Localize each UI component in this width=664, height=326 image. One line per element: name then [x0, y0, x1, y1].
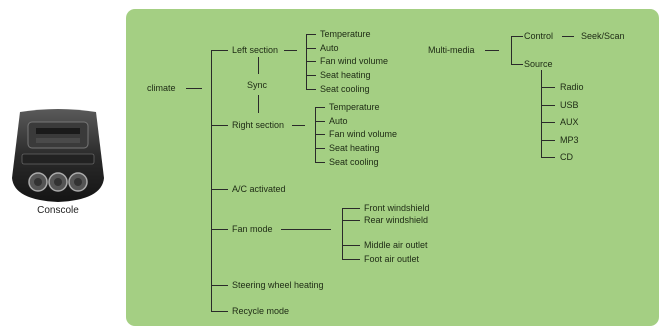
connector	[541, 87, 555, 88]
connector	[541, 105, 555, 106]
connector	[211, 125, 228, 126]
connector	[284, 50, 297, 51]
source-item-radio: Radio	[560, 82, 584, 92]
connector	[211, 50, 228, 51]
connector	[211, 311, 228, 312]
right-item-seat-heating: Seat heating	[329, 143, 380, 153]
connector	[306, 61, 316, 62]
connector	[306, 75, 316, 76]
connector	[342, 208, 360, 209]
left-item-seat-heating: Seat heating	[320, 70, 371, 80]
source-item-mp3: MP3	[560, 135, 579, 145]
connector	[306, 48, 316, 49]
left-item-temperature: Temperature	[320, 29, 371, 39]
connector	[541, 122, 555, 123]
connector	[292, 125, 305, 126]
left-section-node: Left section	[232, 45, 279, 55]
ac-activated-node: A/C activated	[232, 184, 286, 194]
left-item-fan-wind-volume: Fan wind volume	[320, 56, 389, 66]
connector	[281, 229, 331, 230]
connector	[342, 208, 343, 259]
connector	[306, 34, 316, 35]
right-item-fan-wind-volume: Fan wind volume	[329, 129, 398, 139]
fan-item-front-windshield: Front windshield	[364, 203, 430, 213]
sync-connector	[258, 95, 259, 113]
recycle-mode-node: Recycle mode	[232, 306, 290, 316]
control-node: Control	[524, 31, 554, 41]
connector	[211, 189, 228, 190]
connector	[315, 107, 325, 108]
fan-mode-node: Fan mode	[232, 224, 273, 234]
connector	[315, 148, 325, 149]
right-item-seat-cooling: Seat cooling	[329, 157, 379, 167]
connector	[511, 36, 523, 37]
fan-item-middle-air-outlet: Middle air outlet	[364, 240, 428, 250]
connector	[342, 259, 360, 260]
connector	[315, 121, 325, 122]
left-item-seat-cooling: Seat cooling	[320, 84, 370, 94]
connector	[211, 285, 228, 286]
connector	[511, 36, 512, 64]
connector	[511, 64, 523, 65]
fan-item-rear-windshield: Rear windshield	[364, 215, 429, 225]
connector	[541, 157, 555, 158]
connector	[541, 70, 542, 157]
source-item-cd: CD	[560, 152, 573, 162]
connector	[315, 134, 325, 135]
source-item-usb: USB	[560, 100, 579, 110]
sync-connector	[258, 57, 259, 74]
right-item-temperature: Temperature	[329, 102, 380, 112]
connector	[211, 50, 212, 312]
source-node: Source	[524, 59, 553, 69]
sync-node: Sync	[247, 80, 268, 90]
multimedia-node: Multi-media	[428, 45, 475, 55]
connector	[485, 50, 499, 51]
connector	[541, 140, 555, 141]
console-caption: Conscole	[37, 205, 79, 216]
connector	[306, 89, 316, 90]
diagram-panel	[126, 9, 659, 326]
left-item-auto: Auto	[320, 43, 339, 53]
connector	[315, 162, 325, 163]
fan-item-foot-air-outlet: Foot air outlet	[364, 254, 420, 264]
source-item-aux: AUX	[560, 117, 579, 127]
connector	[562, 36, 574, 37]
seek-scan-node: Seek/Scan	[581, 31, 625, 41]
console-image	[12, 109, 104, 202]
connector	[342, 245, 360, 246]
connector	[186, 88, 202, 89]
right-item-auto: Auto	[329, 116, 348, 126]
right-section-node: Right section	[232, 120, 285, 130]
connector	[211, 229, 228, 230]
steering-wheel-heating-node: Steering wheel heating	[232, 280, 324, 290]
root-node: climate	[147, 83, 176, 93]
connector	[342, 220, 360, 221]
